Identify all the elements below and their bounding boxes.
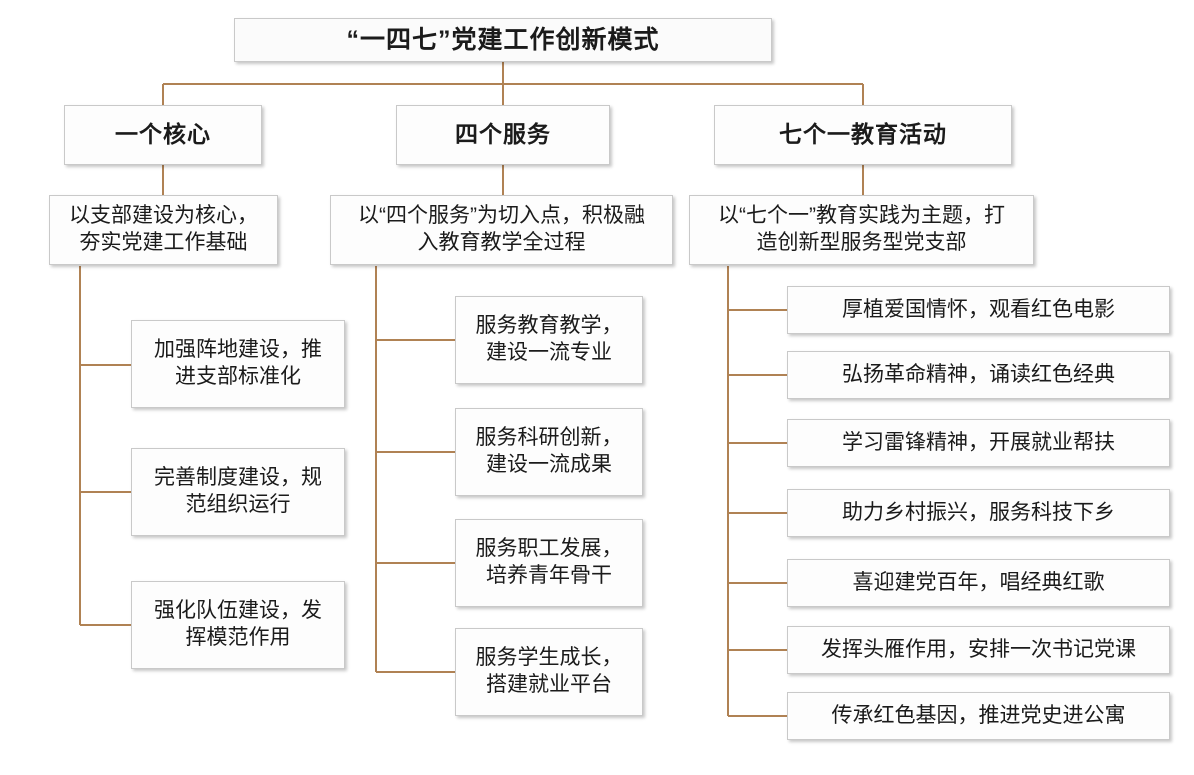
leaf-label: 传承红色基因，推进党史进公寓 [831,703,1126,727]
page-title: “一四七”党建工作创新模式 [346,26,660,54]
branch-heading-services: 四个服务 [396,105,610,165]
leaf-label: 服务教育教学， 建设一流专业 [475,314,623,364]
diagram-title-box: “一四七”党建工作创新模式 [234,18,772,62]
leaf-core-2: 完善制度建设，规 范组织运行 [131,448,345,536]
leaf-label: 完善制度建设，规 范组织运行 [154,466,322,516]
branch-description-text: 以“四个服务”为切入点，积极融 入教育教学全过程 [358,204,645,254]
branch-heading-label: 七个一教育活动 [779,121,947,148]
leaf-services-2: 服务科研创新， 建设一流成果 [455,408,643,496]
leaf-label: 服务科研创新， 建设一流成果 [475,426,623,476]
leaf-activities-6: 发挥头雁作用，安排一次书记党课 [787,626,1170,674]
leaf-activities-7: 传承红色基因，推进党史进公寓 [787,692,1170,740]
branch-description-services: 以“四个服务”为切入点，积极融 入教育教学全过程 [330,195,673,265]
leaf-label: 厚植爱国情怀，观看红色电影 [842,297,1115,321]
branch-description-text: 以“七个一”教育实践为主题，打 造创新型服务型党支部 [718,204,1005,254]
leaf-services-1: 服务教育教学， 建设一流专业 [455,296,643,384]
branch-description-activities: 以“七个一”教育实践为主题，打 造创新型服务型党支部 [689,195,1034,265]
leaf-core-1: 加强阵地建设，推 进支部标准化 [131,320,345,408]
branch-description-text: 以支部建设为核心， 夯实党建工作基础 [69,204,258,254]
leaf-label: 服务学生成长， 搭建就业平台 [475,646,623,696]
leaf-label: 发挥头雁作用，安排一次书记党课 [821,637,1136,661]
leaf-activities-5: 喜迎建党百年，唱经典红歌 [787,559,1170,607]
leaf-core-3: 强化队伍建设，发 挥模范作用 [131,581,345,669]
leaf-activities-1: 厚植爱国情怀，观看红色电影 [787,286,1170,334]
branch-heading-activities: 七个一教育活动 [714,105,1012,165]
branch-heading-label: 四个服务 [455,121,551,148]
leaf-activities-3: 学习雷锋精神，开展就业帮扶 [787,419,1170,467]
branch-heading-label: 一个核心 [115,121,211,148]
branch-description-core: 以支部建设为核心， 夯实党建工作基础 [49,195,278,265]
leaf-activities-2: 弘扬革命精神，诵读红色经典 [787,351,1170,399]
leaf-activities-4: 助力乡村振兴，服务科技下乡 [787,489,1170,537]
leaf-label: 弘扬革命精神，诵读红色经典 [842,362,1115,386]
leaf-label: 助力乡村振兴，服务科技下乡 [842,500,1115,524]
leaf-services-4: 服务学生成长， 搭建就业平台 [455,628,643,716]
leaf-label: 服务职工发展， 培养青年骨干 [475,537,623,587]
leaf-services-3: 服务职工发展， 培养青年骨干 [455,519,643,607]
leaf-label: 喜迎建党百年，唱经典红歌 [852,570,1105,594]
leaf-label: 加强阵地建设，推 进支部标准化 [154,338,322,388]
branch-heading-core: 一个核心 [64,105,262,165]
leaf-label: 学习雷锋精神，开展就业帮扶 [842,430,1115,454]
leaf-label: 强化队伍建设，发 挥模范作用 [154,599,322,649]
